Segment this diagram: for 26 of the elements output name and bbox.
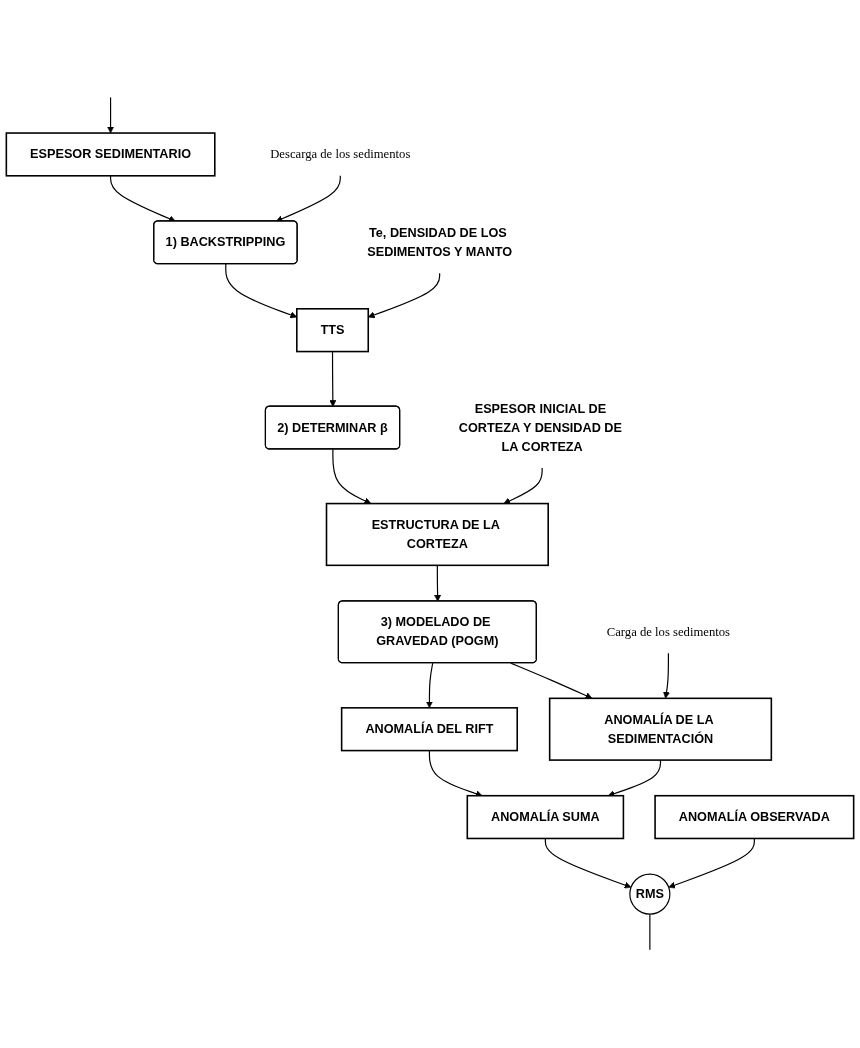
node-box: ANOMALÍA SUMA	[466, 795, 625, 840]
arrow	[329, 351, 337, 408]
arrow	[425, 662, 434, 709]
arrow	[109, 175, 176, 223]
arrow	[332, 449, 372, 505]
node-text: Carga de los sedimentos	[606, 625, 731, 639]
node-circle: RMS	[629, 873, 671, 916]
node-box: TTS	[296, 308, 370, 353]
node-box: ESTRUCTURA DE LA CORTEZA	[325, 503, 549, 567]
arrow	[663, 653, 670, 700]
arrow	[428, 750, 483, 798]
node-box: ANOMALÍA OBSERVADA	[654, 795, 855, 840]
node-text: Te, DENSIDAD DE LOS SEDIMENTOS Y MANTO	[367, 226, 513, 259]
arrow	[434, 565, 442, 603]
node-box: ANOMALÍA DE LA SEDIMENTACIÓN	[548, 697, 773, 762]
arrow	[544, 838, 632, 889]
node-box: ESPESOR SEDIMENTARIO	[5, 132, 216, 177]
node-text: ESPESOR INICIAL DE CORTEZA Y DENSIDAD DE LA CORTEZA	[458, 401, 622, 454]
connector	[649, 913, 651, 951]
arrow	[107, 97, 115, 134]
arrow	[275, 175, 341, 223]
arrow	[503, 467, 543, 505]
arrow	[668, 838, 755, 889]
arrow	[607, 759, 662, 798]
node-text: Descarga de los sedimentos	[270, 147, 411, 162]
node-box: ANOMALÍA DEL RIFT	[340, 707, 518, 752]
